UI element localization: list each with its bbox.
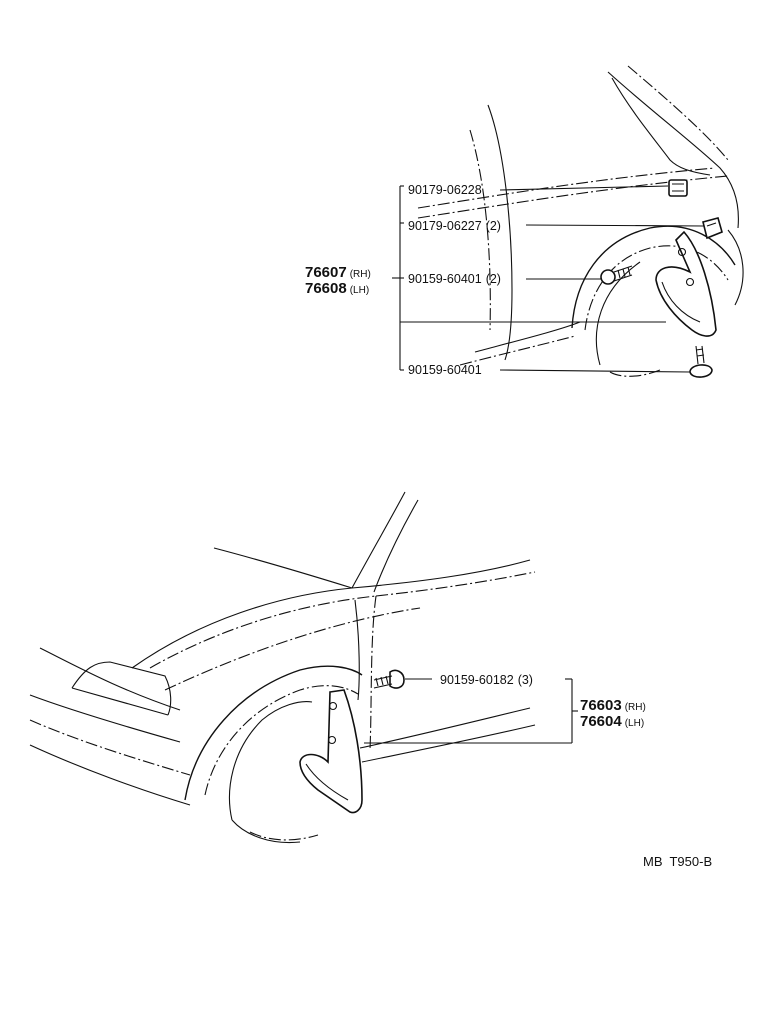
callout-90179-06227: 90179-06227 (2) bbox=[408, 219, 501, 233]
quantity: (2) bbox=[486, 272, 501, 286]
callout-90159-60182: 90159-60182 (3) bbox=[440, 673, 533, 687]
assembly-76608-lh: 76608(LH) bbox=[305, 280, 369, 297]
part-number: 76603 bbox=[580, 697, 622, 714]
rear-mudguard-icon bbox=[655, 230, 717, 337]
front-mudguard-icon bbox=[299, 689, 363, 814]
part-number: 90179-06228 bbox=[408, 183, 482, 197]
part-number: 90179-06227 bbox=[408, 219, 482, 233]
side: (RH) bbox=[350, 269, 371, 280]
screw-90159-60401-upper-icon bbox=[600, 265, 633, 285]
part-number: 76608 bbox=[305, 280, 347, 297]
lower-leader-lines bbox=[364, 678, 578, 744]
screw-90159-60182-icon bbox=[373, 669, 405, 689]
front-car-body-outline bbox=[29, 491, 536, 844]
clip-90179-06227-icon bbox=[702, 217, 723, 240]
callout-90159-60401-two: 90159-60401 (2) bbox=[408, 272, 501, 286]
quantity: (2) bbox=[486, 219, 501, 233]
part-number: 90159-60401 bbox=[408, 363, 482, 377]
callout-90159-60401-one: 90159-60401 bbox=[408, 363, 482, 377]
side: (LH) bbox=[350, 285, 369, 296]
assembly-76607-rh: 76607(RH) bbox=[305, 264, 371, 281]
side: (RH) bbox=[625, 702, 646, 713]
part-number: 90159-60182 bbox=[440, 673, 514, 687]
part-number: 76607 bbox=[305, 264, 347, 281]
drawing-code: MB T950-B bbox=[643, 854, 712, 869]
part-number: 90159-60401 bbox=[408, 272, 482, 286]
quantity: (3) bbox=[518, 673, 533, 687]
assembly-76603-rh: 76603(RH) bbox=[580, 697, 646, 714]
assembly-76604-lh: 76604(LH) bbox=[580, 713, 644, 730]
clip-90179-06228-icon bbox=[668, 179, 688, 197]
upper-leader-lines bbox=[392, 185, 705, 373]
screw-90159-60401-lower-icon bbox=[689, 345, 713, 378]
part-number: 76604 bbox=[580, 713, 622, 730]
side: (LH) bbox=[625, 718, 644, 729]
callout-90179-06228: 90179-06228 bbox=[408, 183, 482, 197]
